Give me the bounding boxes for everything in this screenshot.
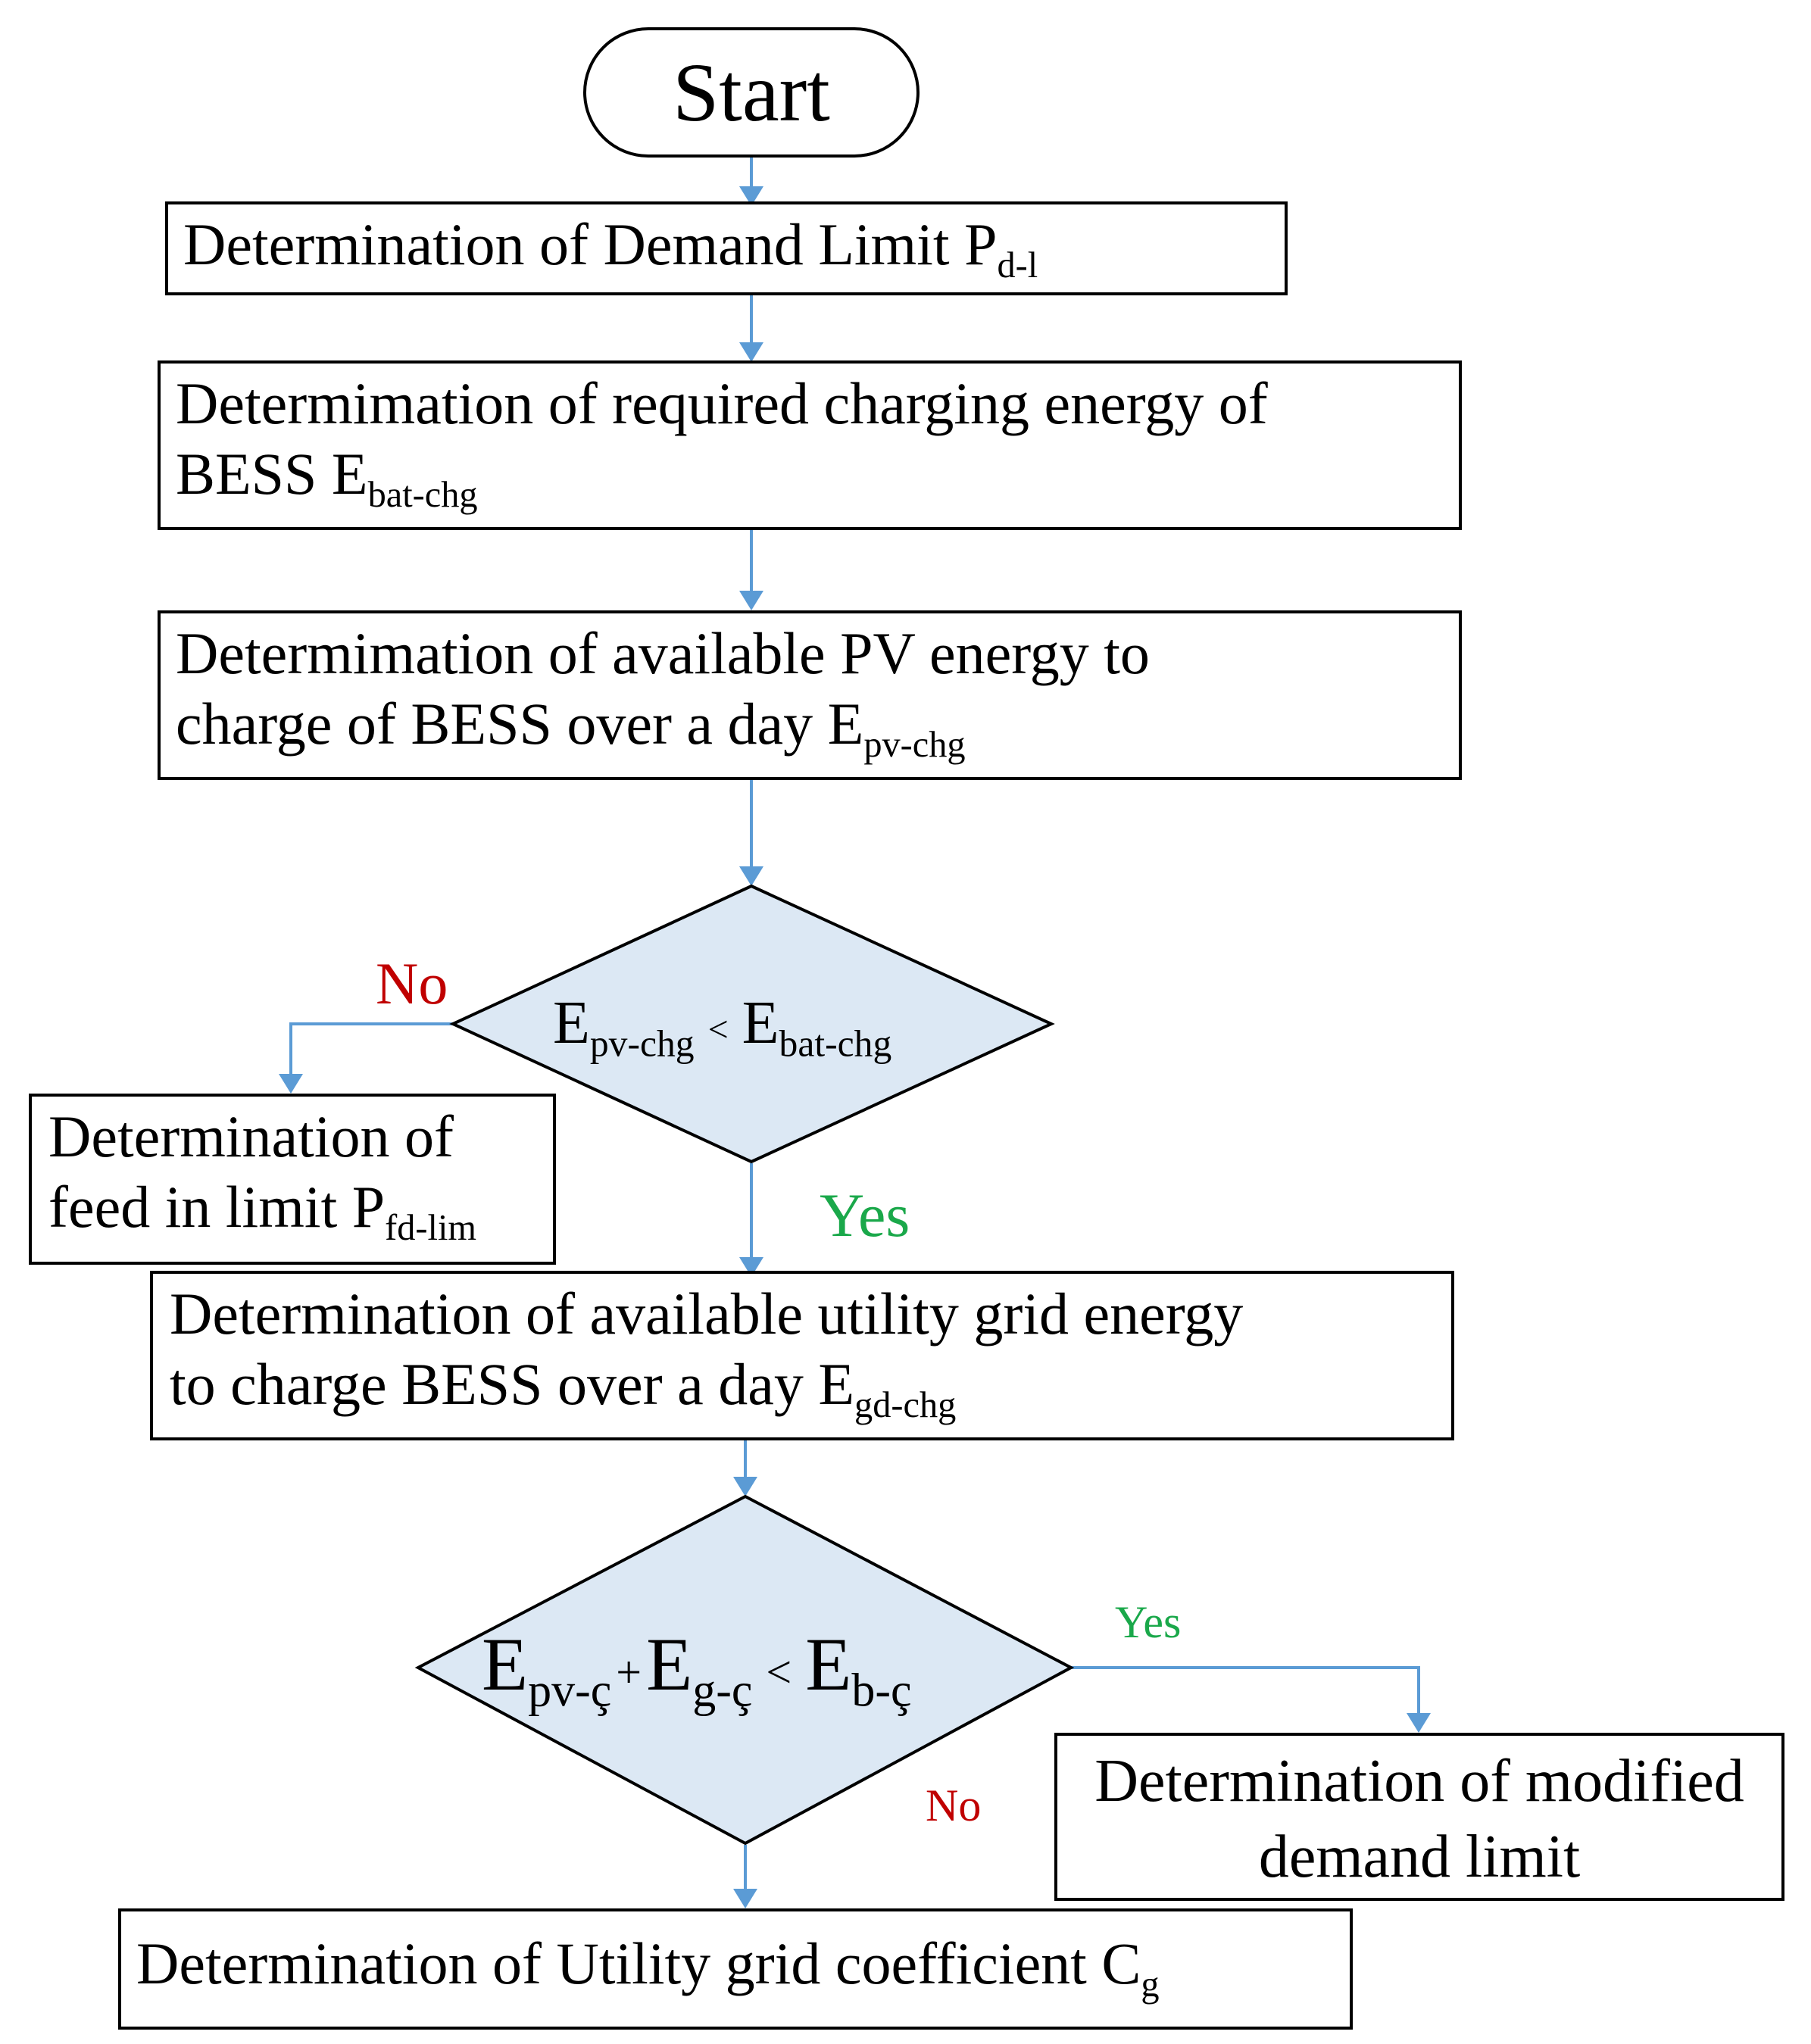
decision-2-c-sub: b-ç [851, 1665, 912, 1717]
decision-2-b-sub: g-ç [692, 1665, 753, 1717]
step-feed-in-sub: fd-lim [385, 1207, 476, 1248]
label-no-1: No [376, 950, 448, 1016]
decision-2-a: E [482, 1622, 529, 1706]
decision-diamond-2 [414, 1494, 1075, 1846]
decision-2-b: E [646, 1622, 693, 1706]
decision-1-text: Epv-chg < Ebat-chg [553, 989, 891, 1063]
decision-2-text: Epv-ç+Eg-ç<Eb-ç [482, 1621, 911, 1715]
start-label: Start [673, 45, 830, 139]
decision-1-lhs-sub: pv-chg [589, 1022, 695, 1065]
decision-2-op: < [766, 1647, 792, 1697]
decision-2-plus: + [616, 1647, 642, 1697]
step-charging-energy: Determimation of required charging energ… [158, 360, 1462, 530]
step-modified-demand-line1: Determination of modified [1094, 1748, 1744, 1815]
step-pv-energy-line2: charge of BESS over a day E [176, 691, 864, 757]
decision-2-a-sub: pv-ç [528, 1665, 612, 1717]
arrowhead [739, 186, 763, 206]
step-grid-coefficient-text: Determination of Utility grid coefficien… [136, 1930, 1141, 1996]
decision-1-rhs: E [742, 990, 779, 1056]
step-modified-demand-limit: Determination of modified demand limit [1054, 1733, 1784, 1901]
step-grid-energy-sub: gd-chg [854, 1384, 957, 1425]
label-yes-2: Yes [1115, 1597, 1182, 1647]
step-grid-coefficient: Determination of Utility grid coefficien… [118, 1908, 1353, 2030]
step-demand-limit-text: Determination of Demand Limit P [183, 211, 998, 277]
step-grid-energy-line2: to charge BESS over a day E [170, 1351, 855, 1417]
start-terminal: Start [583, 27, 920, 158]
step-pv-energy: Determimation of available PV energy to … [158, 610, 1462, 780]
step-pv-energy-sub: pv-chg [863, 724, 966, 765]
step-feed-in-line2: feed in limit P [48, 1174, 386, 1240]
decision-1-lhs: E [553, 990, 590, 1056]
step-grid-coefficient-sub: g [1141, 1964, 1160, 2005]
step-charging-energy-line1: Determimation of required charging energ… [176, 370, 1268, 436]
step-charging-energy-line2: BESS E [176, 441, 368, 507]
label-yes-1: Yes [820, 1181, 910, 1250]
decision-2-c: E [805, 1622, 852, 1706]
step-demand-limit: Determination of Demand Limit Pd-l [165, 201, 1288, 295]
step-charging-energy-sub: bat-chg [367, 474, 478, 515]
step-pv-energy-line1: Determimation of available PV energy to [176, 620, 1150, 686]
arrow-decision1-no [289, 1022, 453, 1089]
step-feed-in-line1: Determination of [48, 1103, 454, 1169]
label-no-2: No [926, 1780, 982, 1830]
decision-diamond-1 [449, 884, 1055, 1164]
step-demand-limit-sub: d-l [997, 245, 1038, 286]
arrow-decision2-yes [1071, 1666, 1420, 1727]
step-feed-in-limit: Determination of feed in limit Pfd-lim [29, 1094, 556, 1265]
decision-1-op: < [707, 1009, 729, 1050]
step-grid-energy: Determination of available utility grid … [150, 1271, 1454, 1440]
decision-1-rhs-sub: bat-chg [779, 1022, 892, 1065]
step-grid-energy-line1: Determination of available utility grid … [170, 1281, 1244, 1347]
step-modified-demand-line2: demand limit [1258, 1824, 1581, 1890]
